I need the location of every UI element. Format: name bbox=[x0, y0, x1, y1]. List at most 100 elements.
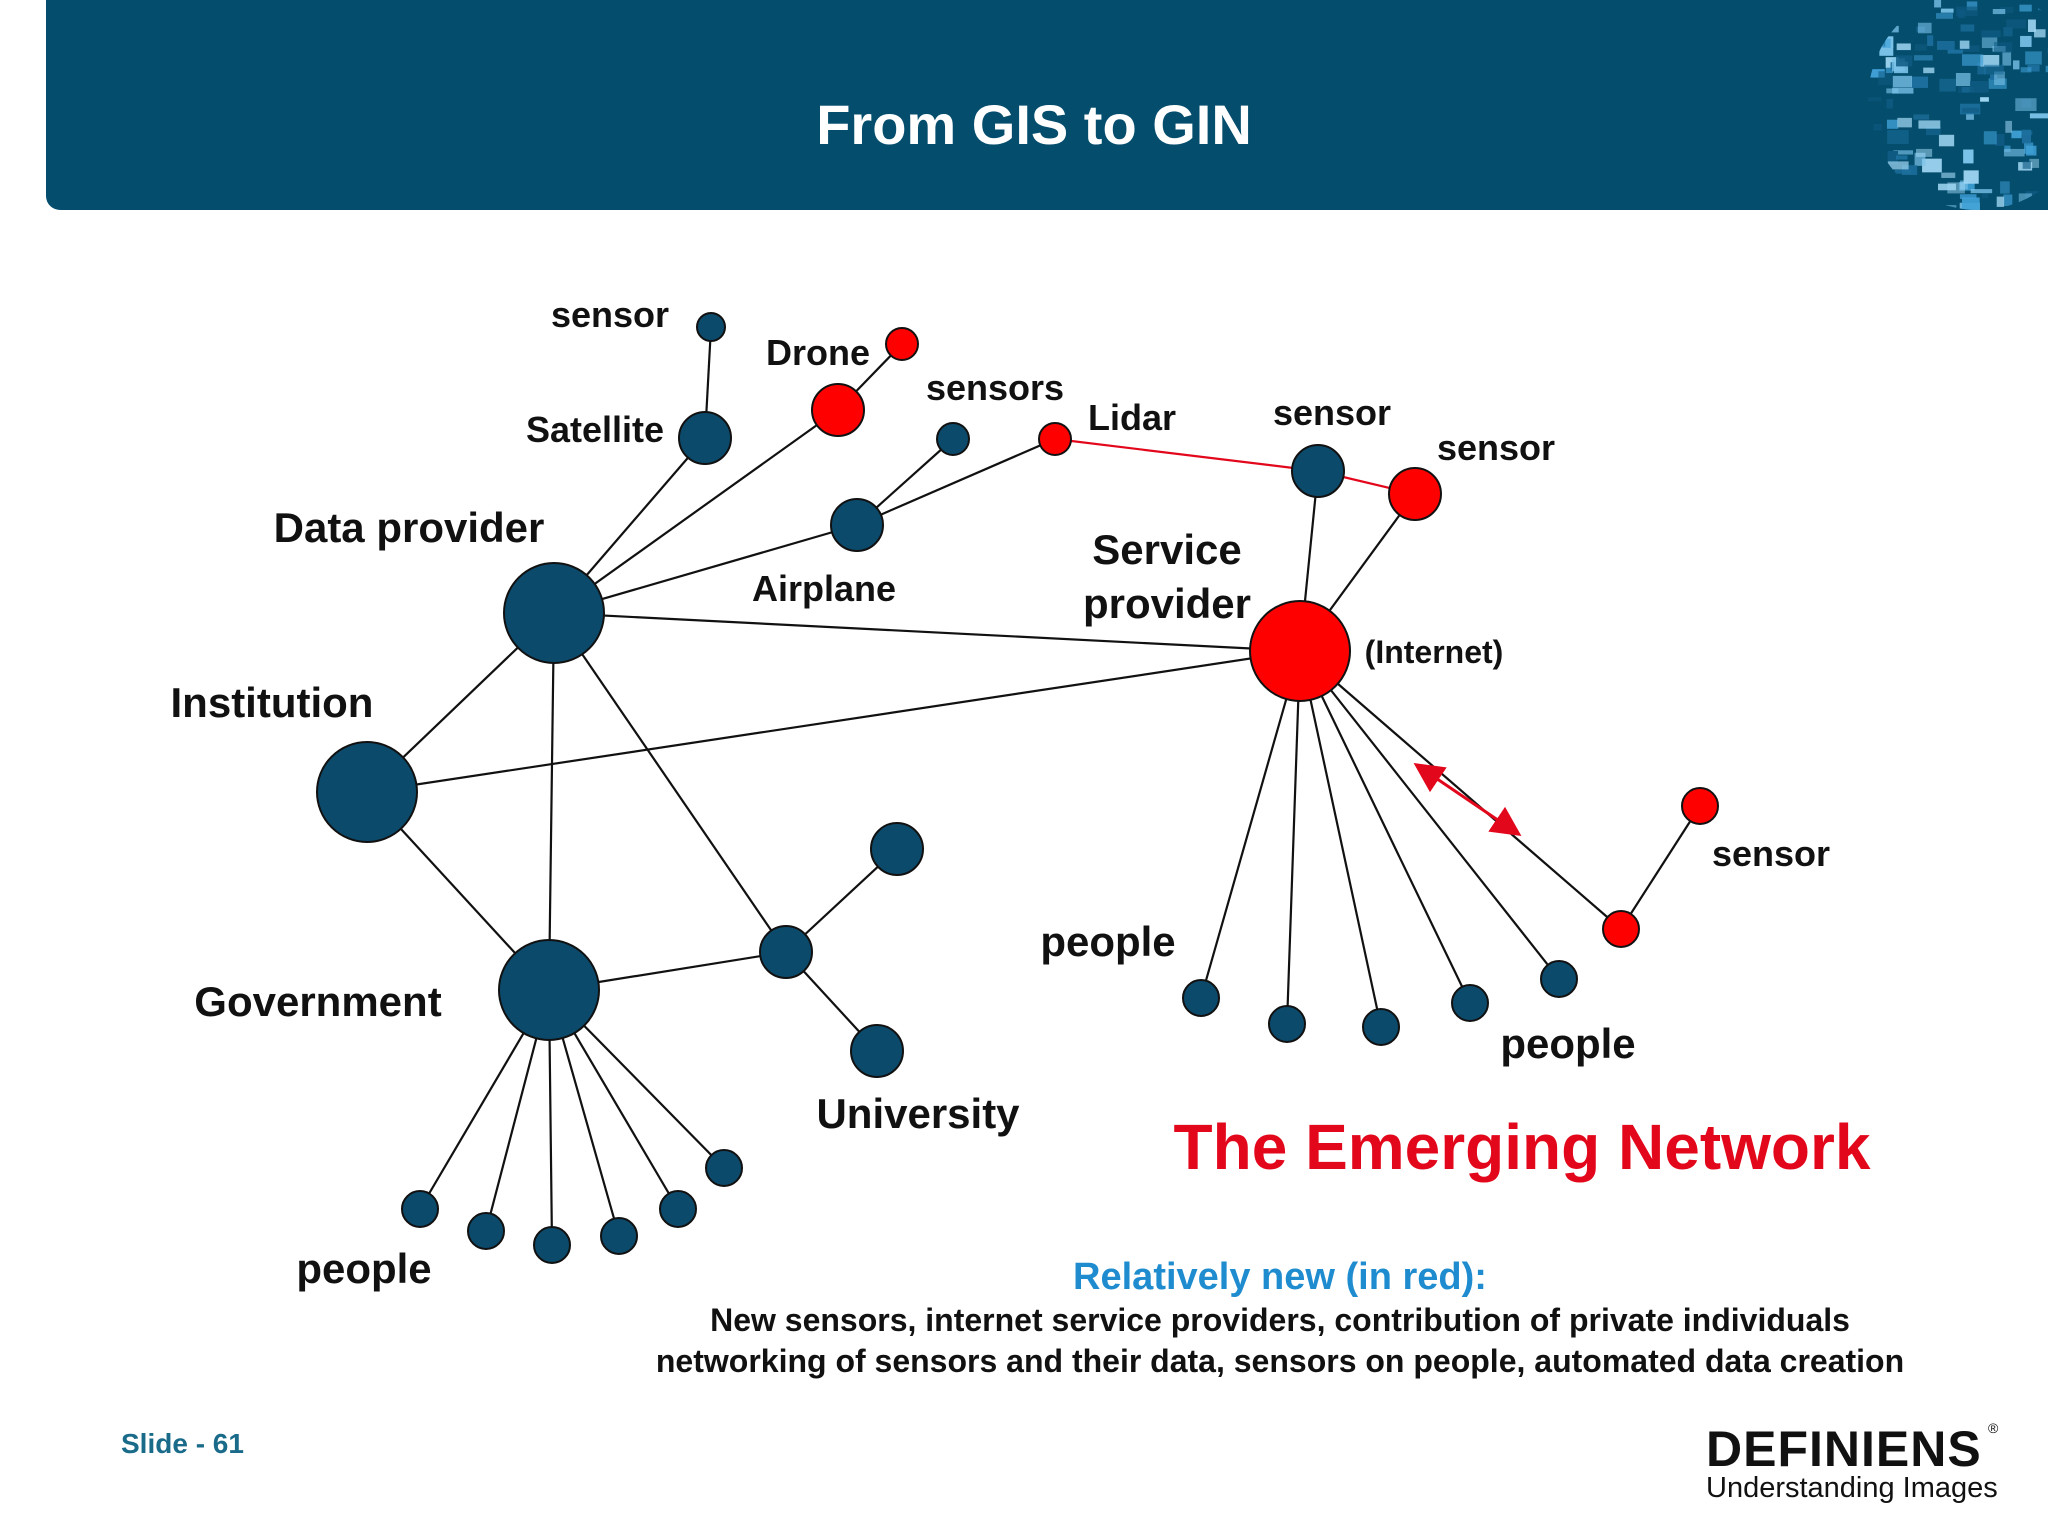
globe-tile bbox=[2003, 27, 2013, 37]
node-g4 bbox=[600, 1217, 638, 1255]
globe-tile bbox=[1892, 75, 1912, 88]
edge-service-p4 bbox=[1299, 650, 1471, 1004]
globe-tile bbox=[1897, 117, 1912, 128]
globe-tile bbox=[1914, 44, 1927, 51]
globe-tile bbox=[2045, 65, 2048, 73]
node-g1 bbox=[401, 1190, 439, 1228]
node-droneBig bbox=[811, 383, 865, 437]
label-sensor-red: sensor bbox=[1437, 427, 1555, 468]
globe-tile bbox=[1963, 149, 1974, 164]
globe-tile bbox=[1959, 194, 1977, 199]
globe-tile bbox=[2015, 98, 2037, 112]
label-people-mid: people bbox=[1040, 918, 1175, 965]
globe-tile bbox=[1887, 130, 1909, 144]
node-univTop bbox=[870, 822, 924, 876]
edge-lidar-spSensor bbox=[1054, 437, 1319, 473]
node-sensorTop bbox=[696, 312, 726, 342]
globe-tile bbox=[2025, 51, 2042, 65]
globe-tile bbox=[2034, 29, 2046, 38]
label-sensor-top: sensor bbox=[551, 294, 669, 335]
label-lidar: Lidar bbox=[1088, 397, 1176, 438]
globe-tile bbox=[1887, 150, 1899, 165]
edge-service-p3 bbox=[1298, 650, 1383, 1028]
globe-tile bbox=[1896, 55, 1913, 67]
globe-tile bbox=[2002, 51, 2012, 66]
globe-tile bbox=[1914, 152, 1926, 166]
globe-tile bbox=[1886, 88, 1899, 94]
globe-tile bbox=[1893, 150, 1914, 155]
globe-tile bbox=[1925, 126, 1941, 136]
globe-tile bbox=[1938, 183, 1956, 191]
node-institution bbox=[316, 741, 418, 843]
label-university: University bbox=[816, 1090, 1020, 1137]
globe-tile bbox=[1966, 1, 1978, 11]
globe-tile bbox=[1938, 134, 1955, 147]
node-g2 bbox=[467, 1212, 505, 1250]
globe-tile bbox=[2029, 113, 2048, 119]
node-service bbox=[1249, 600, 1351, 702]
globe-tile bbox=[1981, 30, 2001, 38]
node-p1 bbox=[1182, 979, 1220, 1017]
globe-tile bbox=[1879, 46, 1894, 56]
globe-tile bbox=[1980, 54, 2000, 67]
edge-lidar-airplane bbox=[856, 437, 1056, 527]
title-bar bbox=[46, 0, 2048, 210]
edge-redMid-sensorR bbox=[1620, 805, 1701, 930]
globe-tile bbox=[1962, 107, 1980, 113]
globe-tile bbox=[2022, 161, 2031, 169]
edge-airplane-dataProv bbox=[553, 523, 858, 615]
globe-tile bbox=[2027, 19, 2036, 32]
edge-service-redMid bbox=[1299, 650, 1622, 930]
globe-tile bbox=[1868, 97, 1882, 102]
globe-tile bbox=[2019, 4, 2032, 12]
globe-tile bbox=[1961, 86, 1974, 93]
globe-tile bbox=[1882, 38, 1891, 48]
node-drone bbox=[885, 327, 919, 361]
globe-tile bbox=[1922, 158, 1942, 173]
globe-tile bbox=[1947, 49, 1964, 54]
globe-tile bbox=[1961, 197, 1980, 210]
node-univHub bbox=[759, 925, 813, 979]
globe-tile bbox=[1939, 78, 1956, 92]
globe-tile bbox=[1999, 6, 2014, 14]
globe-tile bbox=[2012, 60, 2020, 70]
globe-tile bbox=[1886, 98, 1893, 109]
globe-tile bbox=[1917, 22, 1932, 34]
globe-tile bbox=[1934, 0, 1942, 8]
globe-tile bbox=[1886, 119, 1899, 129]
globe-tile bbox=[1894, 169, 1912, 174]
node-sensorR bbox=[1681, 787, 1719, 825]
globe-tile bbox=[2011, 130, 2022, 139]
globe-tile bbox=[2020, 35, 2032, 47]
globe-tile bbox=[1892, 87, 1914, 94]
label-sensor-right: sensor bbox=[1712, 833, 1830, 874]
node-g3 bbox=[533, 1226, 571, 1264]
globe-tile bbox=[1896, 43, 1911, 51]
globe-tile bbox=[1980, 97, 1989, 102]
globe-logo-graphic bbox=[1868, 0, 2048, 210]
globe-tile bbox=[1962, 54, 1984, 66]
globe-tile bbox=[2027, 65, 2040, 72]
globe-tile bbox=[1963, 170, 1979, 184]
node-airplane bbox=[830, 498, 884, 552]
globe-tile bbox=[1887, 161, 1909, 170]
globe-tile bbox=[1983, 131, 1997, 145]
node-g6 bbox=[705, 1149, 743, 1187]
note-line-1: New sensors, internet service providers,… bbox=[710, 1302, 1850, 1338]
globe-tile bbox=[1981, 37, 1998, 48]
node-spSensor bbox=[1291, 444, 1345, 498]
globe-tile bbox=[2020, 67, 2032, 73]
globe-tile bbox=[1885, 67, 1894, 74]
edge-dataProv-service bbox=[553, 611, 1301, 653]
slide-number: Slide - 61 bbox=[121, 1428, 244, 1459]
globe-tile bbox=[2003, 194, 2013, 207]
globe-tile bbox=[1916, 148, 1933, 157]
globe-tile bbox=[1960, 24, 1975, 32]
node-p4 bbox=[1451, 984, 1489, 1022]
edge-service-p5 bbox=[1299, 650, 1560, 980]
globe-tile bbox=[1947, 182, 1965, 194]
globe-tile bbox=[1994, 71, 2005, 86]
globe-tile bbox=[1977, 62, 1986, 75]
node-p3 bbox=[1362, 1008, 1400, 1046]
